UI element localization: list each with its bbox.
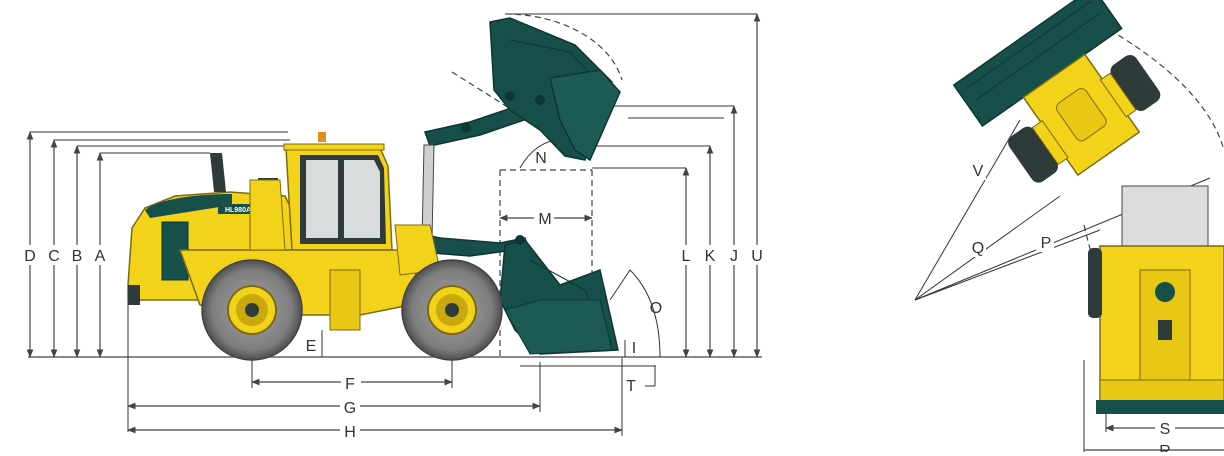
wheel-loader-top-illustration <box>952 0 1224 414</box>
dim-label-s: S <box>1160 421 1171 438</box>
rear-wheel <box>201 259 303 361</box>
dim-label-l: L <box>682 248 691 265</box>
dim-label-m: M <box>538 211 551 228</box>
dim-label-k: K <box>705 248 716 265</box>
cab-roof <box>283 143 385 151</box>
dim-label-c: C <box>48 248 60 265</box>
dim-label-b: B <box>72 248 83 265</box>
raised-bucket <box>421 17 621 241</box>
wheel-loader-side-illustration: HL980A <box>127 17 621 361</box>
top-view: V Q P <box>914 0 1224 456</box>
rear-grille <box>161 221 189 281</box>
dim-label-q: Q <box>972 240 984 257</box>
side-view: D C B A L K J U <box>20 13 767 441</box>
left-height-dimensions: D C B A <box>20 131 292 358</box>
dim-label-f: F <box>345 376 355 393</box>
dim-label-h: H <box>344 424 356 441</box>
top-counterweight <box>1096 400 1224 414</box>
top-rear-left-tire <box>1088 248 1102 318</box>
exhaust-stack <box>210 153 226 192</box>
right-height-dimensions: L K J U <box>505 13 767 358</box>
dim-label-a: A <box>95 248 106 265</box>
dim-label-n: N <box>535 150 547 167</box>
dim-label-t: T <box>626 378 636 395</box>
dim-label-e: E <box>306 338 317 355</box>
access-steps <box>329 269 361 331</box>
dim-label-u: U <box>751 248 763 265</box>
model-plate-text: HL980A <box>225 207 251 214</box>
dim-label-p: P <box>1041 235 1052 252</box>
cab-window-right <box>344 160 380 238</box>
beacon-light <box>318 132 326 142</box>
dim-label-o: O <box>650 300 662 317</box>
hood-top-stripe <box>145 194 232 218</box>
width-dimensions: S R <box>1083 360 1224 456</box>
cab-window-left <box>306 160 338 238</box>
dim-label-d: D <box>24 248 36 265</box>
dim-label-i: I <box>632 340 636 357</box>
turning-radius-arc <box>1109 29 1224 151</box>
dim-label-r: R <box>1159 443 1171 452</box>
top-cab-roof <box>1121 185 1209 247</box>
dim-o-arc <box>609 269 661 358</box>
model-plate <box>218 204 258 214</box>
top-front-right-tire <box>1110 54 1161 111</box>
dim-label-v: V <box>973 163 984 180</box>
front-wheel <box>401 259 503 361</box>
rear-counterweight <box>128 285 140 305</box>
dim-label-j: J <box>730 248 738 265</box>
side-rail <box>249 179 286 251</box>
dim-label-g: G <box>344 400 356 417</box>
top-front-left-tire <box>1008 126 1058 183</box>
